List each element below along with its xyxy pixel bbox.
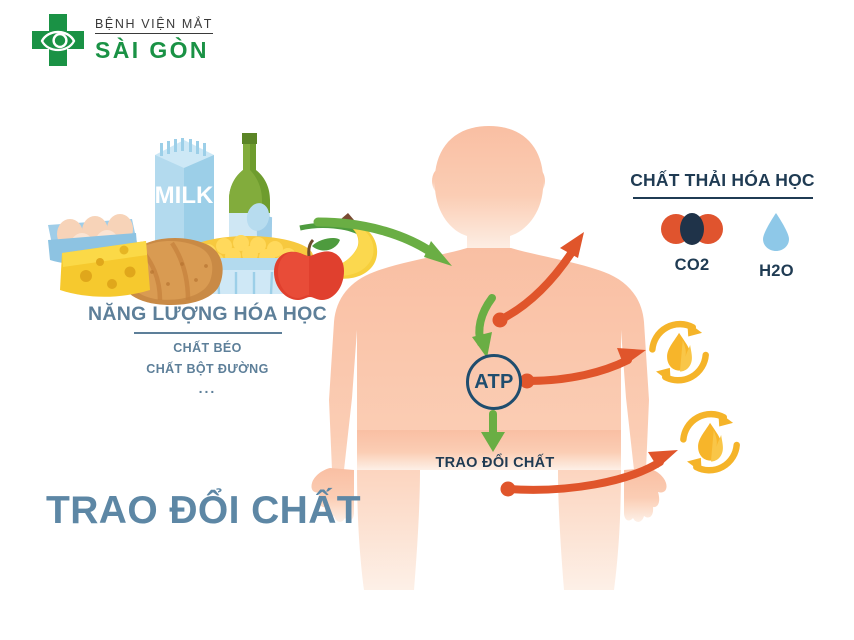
h2o-label: H2O xyxy=(759,262,794,280)
chemical-waste-heading: CHẤT THẢI HÓA HỌC xyxy=(630,170,815,190)
atp-node: ATP xyxy=(466,354,522,410)
chemical-energy-heading: NĂNG LƯỢNG HÓA HỌC xyxy=(88,303,327,325)
co2-label: CO2 xyxy=(674,256,710,274)
waste-item-h2o: H2O xyxy=(759,212,794,281)
waste-products-row: CO2 H2O xyxy=(640,212,815,281)
water-droplet-icon xyxy=(763,213,790,251)
chemical-waste-block: CHẤT THẢI HÓA HỌC xyxy=(610,170,835,199)
co2-molecule-icon xyxy=(661,213,724,245)
logo-text: BỆNH VIỆN MẮT SÀI GÒN xyxy=(95,17,214,64)
bread-loaf-icon xyxy=(120,238,223,306)
waste-item-co2: CO2 xyxy=(661,212,724,275)
cheese-wedge-icon xyxy=(60,241,150,297)
logo-line-1: BỆNH VIỆN MẮT xyxy=(95,17,214,34)
eye-in-cross-icon xyxy=(32,14,84,66)
flame-recycle-icon xyxy=(649,320,709,384)
milk-label: MILK xyxy=(155,182,214,209)
chemical-energy-block: NĂNG LƯỢNG HÓA HỌC CHẤT BÉO CHẤT BỘT ĐƯỜ… xyxy=(75,303,340,396)
green-to-metabolism-arrow xyxy=(481,410,505,452)
logo-line-2: SÀI GÒN xyxy=(95,36,209,63)
cereal-bowl-icon xyxy=(183,203,314,295)
red-apple-icon xyxy=(274,238,344,300)
green-bottle-icon xyxy=(229,133,270,259)
egg-carton-icon xyxy=(48,214,138,266)
chemical-energy-item-1: CHẤT BỘT ĐƯỜNG xyxy=(146,362,269,376)
metabolism-label: TRAO ĐỔI CHẤT xyxy=(435,455,555,471)
atp-label: ATP xyxy=(474,370,514,393)
orange-waste-arrow xyxy=(492,232,584,328)
page-title: TRAO ĐỔI CHẤT xyxy=(46,489,362,532)
orange-energy-arrow-upper xyxy=(519,348,646,389)
flame-recycle-icon xyxy=(680,410,740,474)
hospital-logo: BỆNH VIỆN MẮT SÀI GÒN xyxy=(30,12,214,68)
green-intake-arrow xyxy=(313,217,452,266)
green-to-atp-arrow xyxy=(472,294,496,358)
chemical-energy-ellipsis: ... xyxy=(198,380,217,396)
chemical-waste-rule xyxy=(632,197,813,199)
banana-icon xyxy=(299,213,378,279)
chemical-energy-rule xyxy=(133,332,282,334)
milk-carton-icon: MILK xyxy=(155,138,214,255)
chemical-energy-item-0: CHẤT BÉO xyxy=(173,341,242,355)
